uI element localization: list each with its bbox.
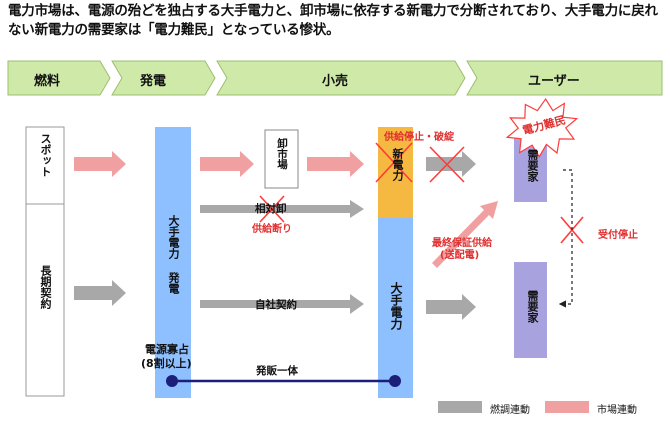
integrated-label: 発販一体 — [256, 365, 298, 377]
gray-arrow-major-to-customer — [426, 294, 476, 320]
pink-arrow-gen-to-market — [200, 151, 254, 177]
supply-stop-label: 供給停止・破綻 — [384, 132, 454, 143]
major-power-bar — [378, 218, 413, 398]
legend-market-linked-label: 市場連動 — [597, 405, 637, 416]
gray-arrow-long-to-gen — [74, 280, 126, 306]
supply-refusal-label: 供給断り — [252, 224, 292, 235]
fuel-long-box — [25, 203, 65, 397]
stage-user-chevron — [466, 60, 663, 96]
stage-retail-chevron — [216, 60, 466, 96]
pink-arrow-last-resort — [432, 201, 498, 268]
relative-trade-label: 相対卸 — [255, 203, 287, 215]
generation-label: 大手電力 発電 — [167, 215, 180, 294]
pink-arrow-spot-to-gen — [74, 151, 126, 177]
new-power-label: 新電力 — [391, 148, 404, 181]
gray-arrow-self-contract — [200, 294, 364, 314]
source-monopoly-label: 電源寡占 — [145, 343, 189, 356]
cross-relative-icon — [259, 195, 285, 223]
stage-gen-chevron — [111, 60, 216, 96]
wholesale-market-box — [264, 129, 299, 189]
supply-cutoff-label: 受付停止 — [598, 230, 638, 241]
stage-user-label: ユーザー — [528, 74, 580, 89]
customer-box-bottom — [514, 262, 547, 358]
last-resort-label: 最終保証供給 — [432, 238, 492, 249]
power-refugee-burst — [505, 97, 579, 158]
legend-gray-swatch — [438, 401, 482, 413]
gray-arrow-new-to-customer — [426, 151, 476, 177]
stage-retail-label: 小売 — [322, 74, 349, 89]
major-power-label: 大手電力 — [389, 282, 403, 330]
source-monopoly-sub-label: (8割以上) — [141, 357, 192, 370]
fuel-spot-label: スポット — [39, 133, 52, 177]
gray-arrow-relative — [200, 200, 364, 218]
fuel-spot-box — [25, 126, 65, 205]
customer-label-top: 需要家 — [526, 149, 539, 182]
cross-new-to-customer-icon — [429, 146, 465, 183]
cross-new-power-icon — [375, 142, 413, 183]
pink-arrow-market-to-new — [307, 151, 364, 177]
legend-pink-swatch — [545, 401, 589, 413]
generation-bar — [155, 127, 191, 398]
fuel-long-label: 長期契約 — [39, 265, 52, 309]
stage-fuel-label: 燃料 — [34, 74, 61, 89]
stage-fuel-chevron — [7, 60, 111, 96]
wholesale-market-label: 卸市場 — [276, 138, 288, 170]
page-title: 電力市場は、電源の殆どを独占する大手電力と、卸市場に依存する新電力で分断されてお… — [8, 3, 658, 38]
integrated-dot-right — [389, 375, 401, 387]
stage-gen-label: 発電 — [140, 74, 167, 89]
last-resort-sub-label: (送配電) — [440, 250, 480, 261]
customer-label-bottom: 需要家 — [526, 290, 539, 323]
legend-fuel-linked-label: 燃調連動 — [490, 405, 530, 416]
integrated-dot-left — [166, 375, 178, 387]
self-contract-label: 自社契約 — [255, 299, 297, 311]
